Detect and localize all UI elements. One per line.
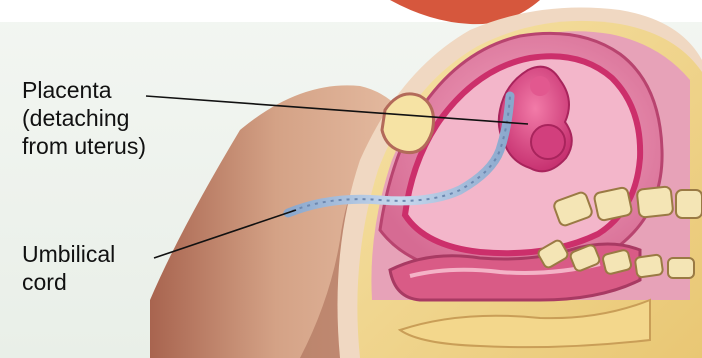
placenta-lobe <box>531 125 565 159</box>
cord-label-line-2: cord <box>22 268 115 296</box>
placenta-label-line-3: from uterus) <box>22 132 146 160</box>
placenta-label-line-1: Placenta <box>22 76 146 104</box>
umbilical-cord-label: Umbilical cord <box>22 240 115 296</box>
placenta-lobe-small <box>530 76 550 96</box>
placenta-label-line-2: (detaching <box>22 104 146 132</box>
cord-label-line-1: Umbilical <box>22 240 115 268</box>
bladder <box>382 94 434 153</box>
placenta-label: Placenta (detaching from uterus) <box>22 76 146 160</box>
